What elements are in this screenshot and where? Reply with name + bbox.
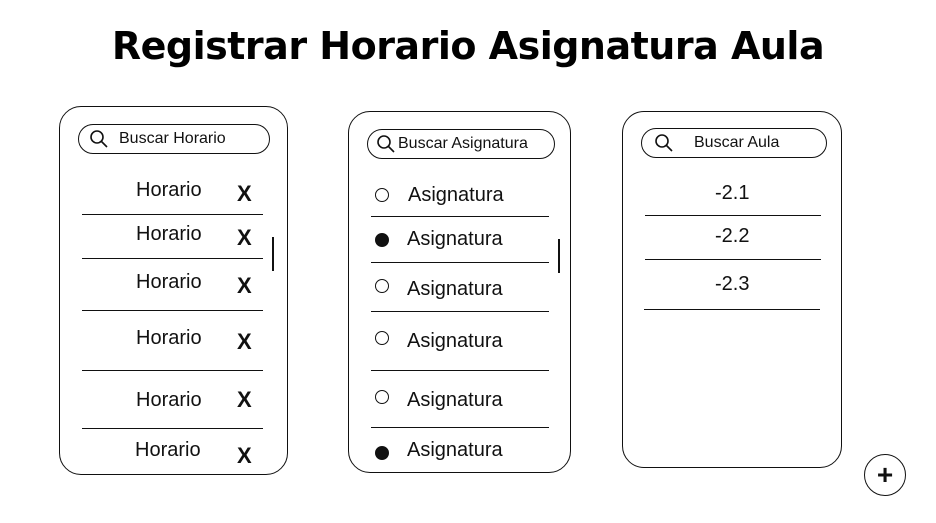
asignatura-row[interactable]: Asignatura — [371, 374, 549, 428]
row-divider — [82, 257, 263, 259]
radio-unselected-icon[interactable] — [375, 279, 389, 293]
row-divider — [645, 258, 821, 260]
radio-unselected-icon[interactable] — [375, 331, 389, 345]
delete-horario-button[interactable]: X — [237, 181, 252, 206]
aula-row[interactable]: -2.3 — [644, 260, 820, 310]
row-divider — [645, 214, 821, 216]
search-icon — [377, 135, 395, 153]
search-asignatura-input[interactable]: Buscar Asignatura — [367, 129, 555, 159]
asignatura-label: Asignatura — [408, 184, 504, 206]
delete-horario-button[interactable]: X — [237, 273, 252, 298]
horario-row[interactable]: Horario X — [82, 373, 263, 429]
asignatura-label: Asignatura — [407, 330, 503, 352]
radio-unselected-icon[interactable] — [375, 390, 389, 404]
search-icon — [655, 134, 673, 152]
aulas-panel: Buscar Aula -2.1 -2.2 -2.3 — [622, 111, 842, 468]
asignatura-label: Asignatura — [407, 439, 503, 461]
aula-label: -2.2 — [715, 225, 750, 247]
search-aula-input[interactable]: Buscar Aula — [641, 128, 827, 158]
aula-row[interactable]: -2.1 — [645, 172, 821, 216]
horarios-panel: Buscar Horario Horario X Horario X Horar… — [59, 106, 288, 475]
asignatura-label: Asignatura — [407, 389, 503, 411]
row-divider — [644, 308, 820, 310]
delete-horario-button[interactable]: X — [237, 329, 252, 354]
search-aula-placeholder: Buscar Aula — [694, 134, 780, 151]
horario-row[interactable]: Horario X — [82, 313, 263, 371]
asignatura-label: Asignatura — [407, 228, 503, 250]
search-horario-placeholder: Buscar Horario — [119, 130, 226, 147]
horario-label: Horario — [136, 327, 202, 349]
horario-row[interactable]: Horario X — [82, 215, 263, 259]
horario-label: Horario — [136, 179, 202, 201]
aula-row[interactable]: -2.2 — [645, 216, 821, 260]
horario-label: Horario — [135, 439, 201, 461]
row-divider — [371, 215, 549, 217]
asignatura-row[interactable]: Asignatura — [371, 315, 549, 371]
row-divider — [371, 426, 549, 428]
row-divider — [371, 310, 549, 312]
asignatura-row[interactable]: Asignatura — [371, 430, 549, 468]
aula-label: -2.3 — [715, 273, 750, 295]
row-divider — [82, 427, 263, 429]
scrollbar[interactable] — [558, 239, 560, 273]
horario-label: Horario — [136, 389, 202, 411]
delete-horario-button[interactable]: X — [237, 225, 252, 250]
search-horario-input[interactable]: Buscar Horario — [78, 124, 270, 154]
horario-row[interactable]: Horario X — [82, 171, 263, 215]
horario-row[interactable]: Horario X — [82, 261, 263, 311]
delete-horario-button[interactable]: X — [237, 387, 252, 412]
radio-unselected-icon[interactable] — [375, 188, 389, 202]
row-divider — [82, 213, 263, 215]
search-icon — [90, 130, 108, 148]
row-divider — [82, 369, 263, 371]
aula-label: -2.1 — [715, 182, 750, 204]
asignaturas-panel: Buscar Asignatura Asignatura Asignatura … — [348, 111, 571, 473]
horario-row[interactable]: Horario X — [82, 431, 263, 471]
scrollbar[interactable] — [272, 237, 274, 271]
asignatura-row[interactable]: Asignatura — [371, 265, 549, 312]
row-divider — [371, 261, 549, 263]
row-divider — [82, 309, 263, 311]
add-button[interactable]: + — [864, 454, 906, 496]
asignatura-row[interactable]: Asignatura — [371, 219, 549, 263]
asignatura-label: Asignatura — [407, 278, 503, 300]
page-title: Registrar Horario Asignatura Aula — [111, 24, 825, 68]
radio-selected-icon[interactable] — [375, 233, 389, 247]
horario-label: Horario — [136, 223, 202, 245]
asignatura-row[interactable]: Asignatura — [371, 173, 549, 217]
delete-horario-button[interactable]: X — [237, 443, 252, 468]
radio-selected-icon[interactable] — [375, 446, 389, 460]
row-divider — [371, 369, 549, 371]
horario-label: Horario — [136, 271, 202, 293]
search-asignatura-placeholder: Buscar Asignatura — [398, 135, 528, 152]
